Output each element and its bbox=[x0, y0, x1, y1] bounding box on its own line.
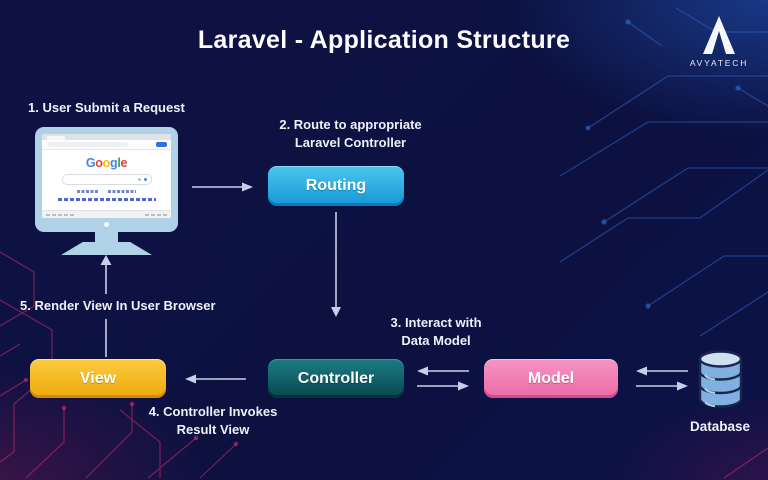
google-letter: e bbox=[120, 156, 128, 170]
profile-button[interactable] bbox=[156, 142, 167, 147]
monitor-frame: Google bbox=[35, 127, 178, 232]
browser-tab[interactable] bbox=[47, 136, 65, 140]
monitor-base bbox=[61, 242, 152, 255]
step3-line1: 3. Interact with bbox=[390, 315, 482, 330]
avyatech-logo-icon bbox=[703, 16, 735, 54]
browser-screen: Google bbox=[42, 134, 171, 218]
google-letter: l bbox=[117, 156, 121, 170]
address-bar[interactable] bbox=[48, 142, 128, 147]
google-letter: g bbox=[109, 156, 118, 170]
step1-label: 1. User Submit a Request bbox=[28, 100, 185, 115]
footer-links-left bbox=[46, 213, 76, 216]
step4-line1: 4. Controller Invokes bbox=[148, 404, 278, 419]
browser-toolbar bbox=[42, 140, 171, 150]
language-links bbox=[57, 198, 156, 201]
arrow-controller-to-view bbox=[185, 374, 246, 384]
google-logo: Google bbox=[42, 156, 171, 170]
arrow-view-to-monitor bbox=[100, 255, 112, 357]
google-letter: o bbox=[102, 156, 111, 170]
google-homepage: Google bbox=[42, 157, 171, 201]
step2-label: 2. Route to appropriate Laravel Controll… bbox=[258, 116, 443, 151]
browser-footer bbox=[42, 210, 171, 218]
step2-line1: 2. Route to appropriate bbox=[279, 117, 422, 132]
routing-node: Routing bbox=[268, 166, 404, 206]
controller-node: Controller bbox=[268, 359, 404, 398]
page-title: Laravel - Application Structure bbox=[197, 26, 571, 54]
step5-label: 5. Render View In User Browser bbox=[20, 298, 216, 313]
model-node: Model bbox=[484, 359, 618, 398]
search-buttons-row bbox=[42, 190, 171, 193]
brand-logo: AVYATECH bbox=[688, 16, 750, 68]
step4-line2: Result View bbox=[176, 421, 250, 437]
google-letter: G bbox=[85, 156, 96, 170]
step3-label: 3. Interact with Data Model bbox=[366, 314, 506, 349]
brand-name: AVYATECH bbox=[689, 58, 749, 68]
feeling-lucky-button[interactable] bbox=[108, 190, 136, 193]
google-letter: o bbox=[95, 156, 103, 170]
database-label: Database bbox=[689, 419, 751, 434]
search-input[interactable] bbox=[61, 174, 152, 185]
arrow-monitor-to-routing bbox=[192, 182, 253, 192]
database-icon bbox=[698, 350, 743, 408]
arrows-model-database bbox=[636, 366, 688, 391]
arrows-controller-model bbox=[417, 366, 469, 391]
browser-tab-strip bbox=[42, 134, 171, 140]
google-search-button[interactable] bbox=[77, 190, 99, 193]
mic-icon bbox=[143, 177, 147, 181]
step2-line2: Laravel Controller bbox=[294, 134, 407, 150]
view-node: View bbox=[30, 359, 166, 398]
step4-label: 4. Controller Invokes Result View bbox=[130, 403, 296, 438]
monitor-neck bbox=[95, 231, 118, 243]
step3-line2: Data Model bbox=[401, 332, 471, 348]
footer-links-right bbox=[145, 213, 167, 216]
arrow-routing-to-controller bbox=[331, 212, 341, 317]
monitor-camera-dot bbox=[104, 222, 109, 227]
